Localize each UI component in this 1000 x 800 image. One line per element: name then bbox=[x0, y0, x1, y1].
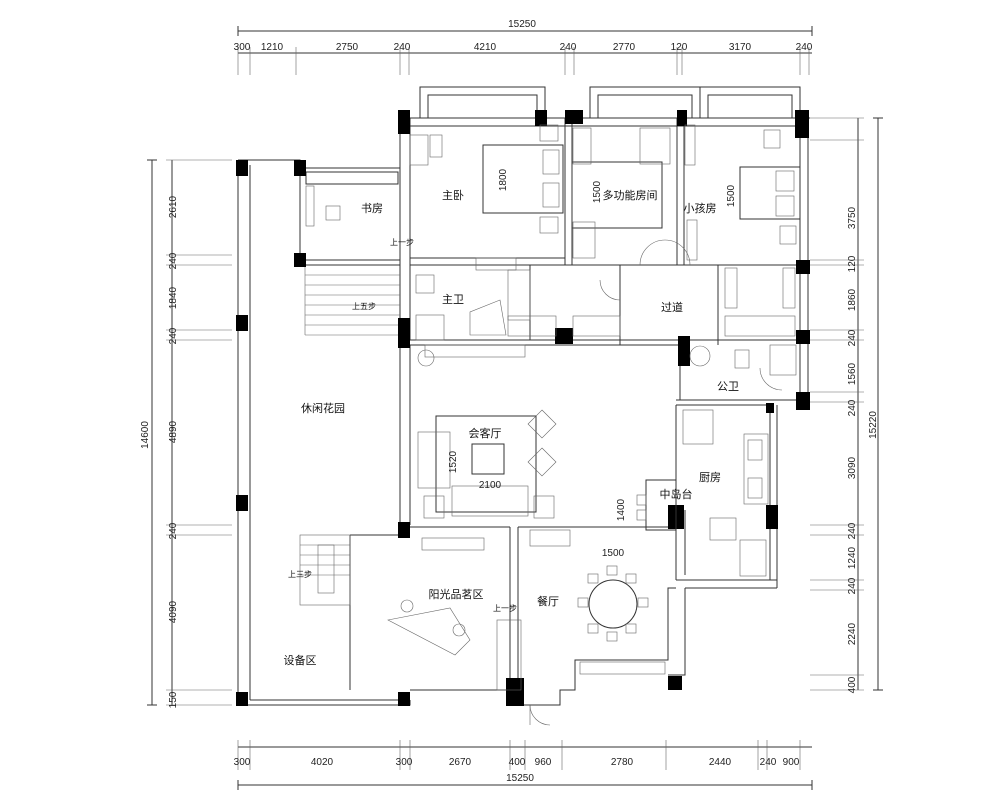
room-island: 中岛台 bbox=[660, 487, 693, 501]
dim-master-bed: 1800 bbox=[498, 168, 509, 191]
right-seg-10: 2240 bbox=[847, 622, 858, 645]
room-public-bath: 公卫 bbox=[717, 381, 739, 393]
room-labels: 书房 主卧 多功能房间 小孩房 主卫 过道 休闲花园 会客厅 公卫 厨房 中岛台… bbox=[284, 188, 740, 667]
room-master-bath: 主卫 bbox=[442, 293, 464, 306]
right-seg-7: 240 bbox=[847, 522, 858, 539]
right-dimension-chain: 15220 3750 120 1860 240 1560 240 3090 24… bbox=[810, 117, 883, 693]
note-up-three: 上三步 bbox=[288, 570, 312, 579]
bottom-overall-label: 15250 bbox=[506, 773, 534, 784]
step-notes: 上一步 上五步 上三步 上一步 bbox=[288, 238, 517, 613]
bottom-seg-2: 300 bbox=[396, 757, 413, 768]
furniture-dimensions: 1800 1500 1500 1520 2100 1400 1500 bbox=[448, 168, 737, 559]
room-garden: 休闲花园 bbox=[301, 401, 345, 415]
top-seg-3: 240 bbox=[394, 42, 411, 53]
top-seg-7: 120 bbox=[671, 42, 688, 53]
right-seg-8: 1240 bbox=[847, 546, 858, 569]
dim-table-1500: 1500 bbox=[602, 548, 625, 559]
right-seg-11: 400 bbox=[847, 676, 858, 693]
right-seg-1: 120 bbox=[847, 255, 858, 272]
structural-columns bbox=[236, 110, 810, 706]
top-seg-0: 300 bbox=[234, 42, 251, 53]
dim-island-1400: 1400 bbox=[616, 498, 627, 521]
note-up-five: 上五步 bbox=[352, 302, 376, 311]
furniture bbox=[305, 124, 801, 726]
bottom-seg-8: 240 bbox=[760, 757, 777, 768]
right-seg-2: 1860 bbox=[847, 288, 858, 311]
top-overall-label: 15250 bbox=[508, 19, 536, 30]
room-kids: 小孩房 bbox=[684, 202, 717, 215]
left-seg-0: 2610 bbox=[168, 195, 179, 218]
bottom-seg-1: 4020 bbox=[311, 757, 334, 768]
right-seg-6: 3090 bbox=[847, 456, 858, 479]
bottom-seg-4: 400 bbox=[509, 757, 526, 768]
top-seg-1: 1210 bbox=[261, 42, 284, 53]
left-dimension-chain: 14600 2610 240 1840 240 4890 240 4090 15… bbox=[140, 159, 232, 708]
left-seg-7: 150 bbox=[168, 691, 179, 708]
top-seg-8: 3170 bbox=[729, 42, 752, 53]
top-seg-6: 2770 bbox=[613, 42, 636, 53]
dim-multi-bed: 1500 bbox=[592, 180, 603, 203]
dim-living-1520: 1520 bbox=[448, 450, 459, 473]
bottom-seg-3: 2670 bbox=[449, 757, 472, 768]
left-seg-4: 4890 bbox=[168, 420, 179, 443]
top-seg-9: 240 bbox=[796, 42, 813, 53]
note-up-one-2: 上一步 bbox=[493, 604, 517, 613]
right-seg-9: 240 bbox=[847, 577, 858, 594]
room-master-bedroom: 主卧 bbox=[442, 189, 464, 202]
left-seg-5: 240 bbox=[168, 522, 179, 539]
note-up-one-1: 上一步 bbox=[390, 238, 414, 247]
top-seg-4: 4210 bbox=[474, 42, 497, 53]
right-seg-0: 3750 bbox=[847, 206, 858, 229]
dim-kids-bed: 1500 bbox=[726, 184, 737, 207]
room-equipment: 设备区 bbox=[284, 653, 317, 667]
room-living: 会客厅 bbox=[469, 426, 502, 440]
top-dimension-chain: 15250 300 1210 2750 240 4210 240 2770 12… bbox=[234, 19, 813, 75]
bottom-dimension-chain: 300 4020 300 2670 400 960 2780 2440 240 … bbox=[234, 740, 813, 790]
right-seg-3: 240 bbox=[847, 329, 858, 346]
room-multi: 多功能房间 bbox=[603, 188, 658, 202]
left-seg-3: 240 bbox=[168, 327, 179, 344]
bottom-seg-0: 300 bbox=[234, 757, 251, 768]
room-kitchen: 厨房 bbox=[699, 471, 721, 484]
room-corridor: 过道 bbox=[661, 300, 683, 314]
dim-living-2100: 2100 bbox=[479, 480, 502, 491]
room-tea: 阳光品茗区 bbox=[429, 587, 484, 601]
left-overall-label: 14600 bbox=[140, 421, 151, 449]
left-seg-6: 4090 bbox=[168, 600, 179, 623]
right-seg-4: 1560 bbox=[847, 362, 858, 385]
left-seg-1: 240 bbox=[168, 252, 179, 269]
top-seg-5: 240 bbox=[560, 42, 577, 53]
room-dining: 餐厅 bbox=[537, 594, 559, 608]
bottom-seg-9: 900 bbox=[783, 757, 800, 768]
walls bbox=[237, 86, 810, 706]
right-seg-5: 240 bbox=[847, 399, 858, 416]
bottom-seg-7: 2440 bbox=[709, 757, 732, 768]
right-overall-label: 15220 bbox=[868, 411, 879, 439]
left-seg-2: 1840 bbox=[168, 286, 179, 309]
top-seg-2: 2750 bbox=[336, 42, 359, 53]
room-study: 书房 bbox=[361, 202, 383, 215]
bottom-seg-6: 2780 bbox=[611, 757, 634, 768]
bottom-seg-5: 960 bbox=[535, 757, 552, 768]
